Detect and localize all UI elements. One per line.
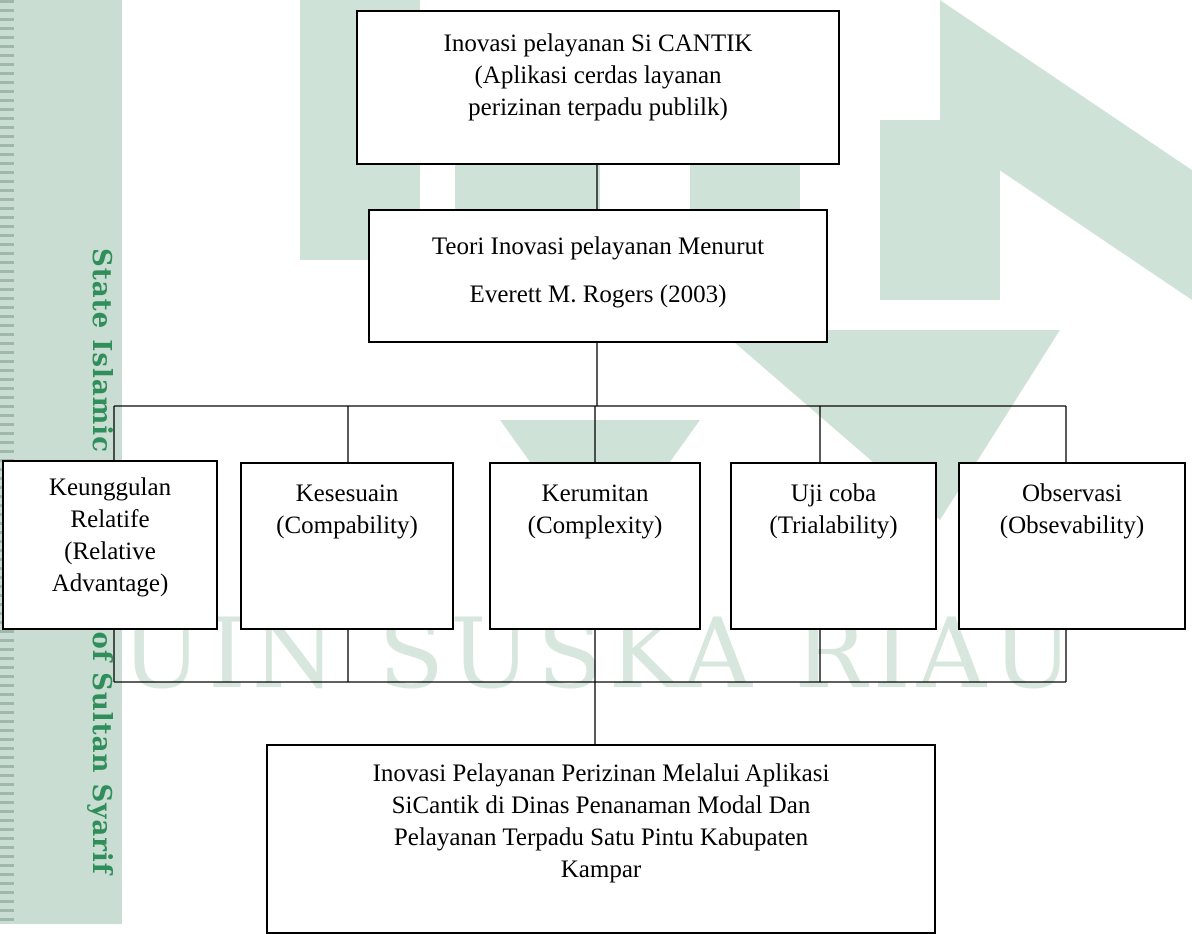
box-rogers-theory: Teori Inovasi pelayanan Menurut Everett …: [368, 209, 828, 343]
box-line: (Obsevability): [999, 512, 1145, 539]
box-line: (Compability): [276, 512, 418, 539]
box-line: Relatife: [70, 506, 150, 533]
box-line: Advantage): [51, 570, 169, 597]
box-licensing-innovation-outcome: Inovasi Pelayanan Perizinan Melalui Apli…: [266, 744, 936, 934]
box-line: (Trialability): [769, 512, 898, 539]
box-observability: Observasi (Obsevability): [958, 462, 1186, 630]
box-line: Uji coba: [790, 480, 877, 507]
box-relative-advantage: Keunggulan Relatife (Relative Advantage): [2, 460, 218, 630]
box-line: Observasi: [1022, 480, 1122, 507]
box-line: Teori Inovasi pelayanan Menurut: [431, 233, 765, 260]
box-trialability: Uji coba (Trialability): [730, 462, 937, 630]
box-line: Pelayanan Terpadu Satu Pintu Kabupaten: [393, 824, 809, 851]
box-compatibility: Kesesuain (Compability): [240, 462, 454, 630]
box-line: (Aplikasi cerdas layanan: [474, 62, 722, 89]
box-line: perizinan terpadu publilk): [468, 94, 728, 121]
box-line: Keunggulan: [48, 474, 172, 501]
box-sicantik-innovation: Inovasi pelayanan Si CANTIK (Aplikasi ce…: [356, 10, 840, 165]
box-line: Inovasi Pelayanan Perizinan Melalui Apli…: [372, 760, 830, 787]
box-line: Everett M. Rogers (2003): [469, 281, 727, 308]
box-line: Inovasi pelayanan Si CANTIK: [443, 30, 753, 57]
box-line: Kesesuain: [295, 480, 399, 507]
box-line: (Relative: [64, 538, 156, 565]
box-complexity: Kerumitan (Complexity): [489, 462, 701, 630]
box-line: Kerumitan: [541, 480, 649, 507]
box-line: (Complexity): [527, 512, 663, 539]
box-line: Kampar: [560, 856, 642, 883]
box-line: SiCantik di Dinas Penanaman Modal Dan: [391, 792, 811, 819]
